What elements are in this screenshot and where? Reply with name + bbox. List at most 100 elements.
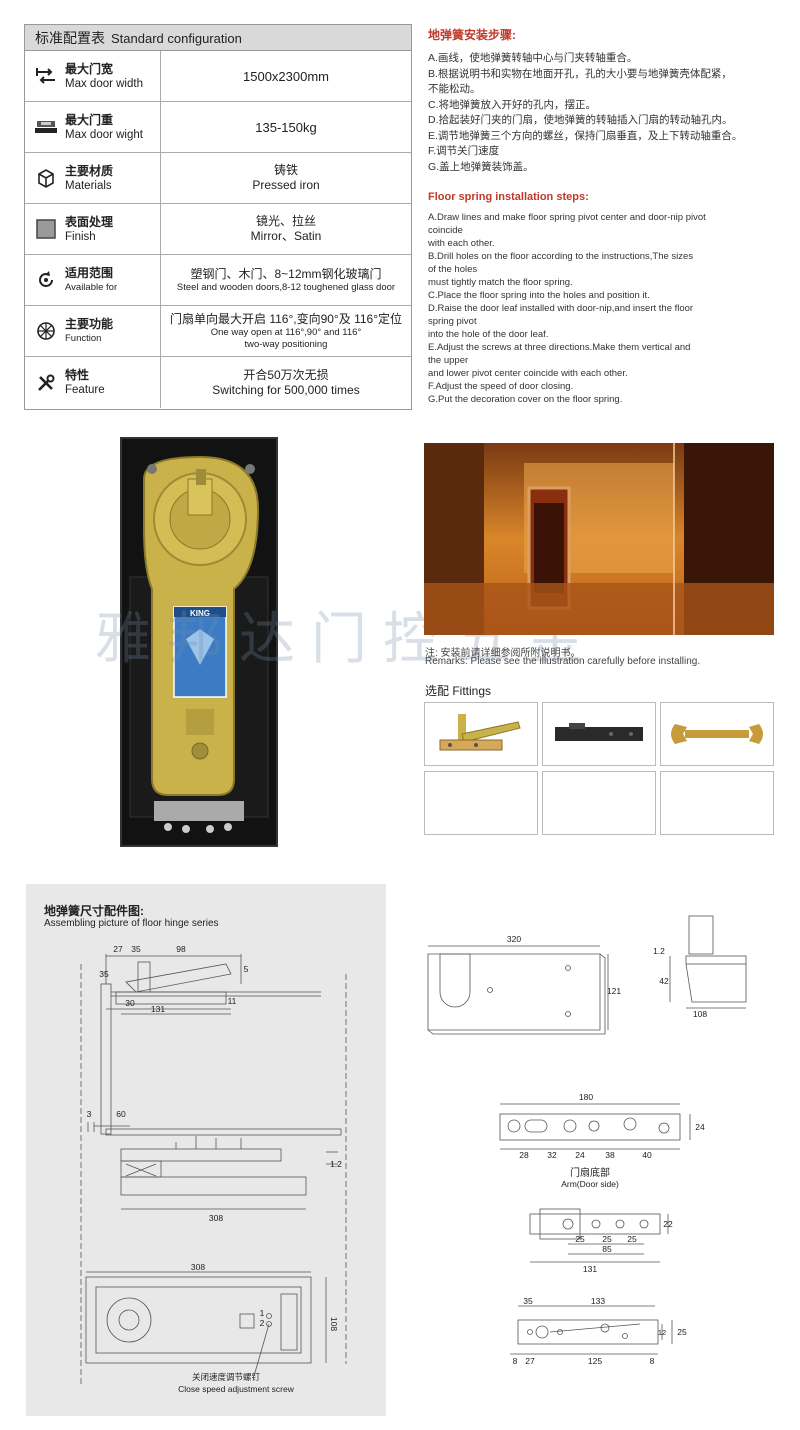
step-line: G.盖上地弹簧装饰盖。 xyxy=(428,160,534,173)
dim-label: 35 xyxy=(523,1296,533,1306)
dim-label: 60 xyxy=(116,1109,126,1119)
gray-square-icon xyxy=(35,218,57,240)
dim-label: 121 xyxy=(607,986,621,996)
dim-label: 22 xyxy=(663,1219,673,1229)
fitting-cell-empty xyxy=(542,771,656,835)
step-line: into the hole of the door leaf. xyxy=(428,329,549,340)
step-line: E.Adjust the screws at three directions.… xyxy=(428,342,691,353)
dim-label: 27 xyxy=(525,1356,535,1366)
dim-label: 1.2 xyxy=(653,946,665,956)
row-label-en: Materials xyxy=(65,179,112,192)
fitting-cell-empty xyxy=(424,771,538,835)
fitting-cell-empty xyxy=(660,771,774,835)
step-line: A.Draw lines and make floor spring pivot… xyxy=(428,212,706,223)
step-line: must tightly match the floor spring. xyxy=(428,277,573,288)
dim-label: 108 xyxy=(329,1317,339,1331)
strike-plate-icon xyxy=(555,723,643,741)
dim-label: 25 xyxy=(575,1234,585,1244)
installation-room-photo xyxy=(424,443,774,635)
step-line: and lower pivot center coincide with eac… xyxy=(428,368,628,379)
row-label-en: Function xyxy=(65,332,102,344)
row-value: 1500x2300mm xyxy=(161,51,411,101)
dim-label: 125 xyxy=(588,1356,602,1366)
value-line: 1500x2300mm xyxy=(243,68,329,84)
installation-steps: 地弹簧安装步骤: A.画线，使地弹簧转轴中心与门夹转轴重合。 B.根据说明书和实… xyxy=(428,26,778,406)
dimension-drawings: 320 121 1.2 42 108 180 24 28 32 24 38 40… xyxy=(400,884,780,1416)
dim-label: 131 xyxy=(583,1264,597,1274)
row-label-en: Max door width xyxy=(65,77,143,90)
value-line: Pressed iron xyxy=(252,178,320,192)
step-line: the upper xyxy=(428,355,469,366)
dim-label: 42 xyxy=(659,976,669,986)
row-label-cn: 最大门宽 xyxy=(65,61,114,76)
row-value: 镜光、拉丝 Mirror、Satin xyxy=(161,204,411,254)
dimension-diagram: 320 121 1.2 42 108 180 24 28 32 24 38 40… xyxy=(427,915,747,1366)
dim-label: 308 xyxy=(191,1262,205,1272)
dim-label: 3 xyxy=(87,1109,92,1119)
value-line: 135-150kg xyxy=(255,119,317,135)
step-line: 不能松动。 xyxy=(428,83,481,95)
row-label: 特性 Feature xyxy=(25,357,161,408)
dim-label: 24 xyxy=(575,1150,585,1160)
circular-arrow-icon xyxy=(35,269,57,291)
assembly-drawing-panel: 地弹簧尺寸配件图: Assembling picture of floor hi… xyxy=(26,884,386,1416)
row-label-cn: 特性 xyxy=(65,368,90,382)
value-line: 门扇单向最大开启 116°,变向90°及 116°定位 xyxy=(169,311,402,326)
step-line: D.拾起装好门夹的门扇，使地弹簧的转轴插入门扇的转动轴孔内。 xyxy=(428,114,733,126)
fittings-grid xyxy=(424,702,775,836)
table-title-en: Standard configuration xyxy=(111,31,242,46)
screw-label-en: Close speed adjustment screw xyxy=(178,1384,295,1394)
install-title-cn: 地弹簧安装步骤: xyxy=(428,28,516,42)
dim-label: 85 xyxy=(602,1244,612,1254)
step-line: F.Adjust the speed of door closing. xyxy=(428,381,574,392)
brand-label: KING xyxy=(190,609,210,618)
dim-label: 108 xyxy=(693,1009,707,1019)
row-label-cn: 主要材质 xyxy=(65,163,114,178)
screw-number: 2 xyxy=(260,1318,265,1328)
screw-number: 1 xyxy=(260,1308,265,1318)
fittings-label: 选配 Fittings xyxy=(425,684,492,698)
fitting-cell xyxy=(542,702,656,766)
dim-label: 1.2 xyxy=(330,1159,342,1169)
wrench-icon xyxy=(671,724,763,744)
dim-label: 308 xyxy=(209,1213,223,1223)
dim-label: 8 xyxy=(650,1356,655,1366)
assembly-title-cn: 地弹簧尺寸配件图: xyxy=(44,904,144,918)
row-label-en: Feature xyxy=(65,384,105,396)
dim-label: 35 xyxy=(131,944,141,954)
row-label-en: Finish xyxy=(65,230,96,243)
dim-label: 12 xyxy=(658,1328,666,1337)
step-line: B.Drill holes on the floor according to … xyxy=(428,251,694,262)
row-value: 开合50万次无损 Switching for 500,000 times xyxy=(161,357,411,408)
wheel-icon xyxy=(35,320,57,342)
dim-label: 8 xyxy=(513,1356,518,1366)
remark-en: Remarks: Please see the illustration car… xyxy=(425,656,701,667)
dim-label: 25 xyxy=(602,1234,612,1244)
value-line: Steel and wooden doors,8-12 toughened gl… xyxy=(176,281,396,293)
dim-label: 35 xyxy=(99,969,109,979)
arm-label-en: Arm(Door side) xyxy=(561,1179,619,1189)
value-line: 塑钢门、木门、8~12mm钢化玻璃门 xyxy=(190,266,382,281)
step-line: F.调节关门速度 xyxy=(428,145,500,157)
row-label-en: Max door wight xyxy=(65,128,143,141)
dim-label: 180 xyxy=(579,1092,593,1102)
row-label-en: Available for xyxy=(65,281,118,293)
step-line: G.Put the decoration cover on the floor … xyxy=(428,394,623,405)
install-title-en: Floor spring installation steps: xyxy=(428,191,589,203)
table-row: 特性 Feature 开合50万次无损 Switching for 500,000… xyxy=(25,357,411,408)
dim-label: 24 xyxy=(695,1122,705,1132)
value-line: 镜光、拉丝 xyxy=(255,214,316,228)
row-value: 塑钢门、木门、8~12mm钢化玻璃门 Steel and wooden door… xyxy=(161,255,411,305)
value-line: Switching for 500,000 times xyxy=(212,382,360,397)
value-line: 铸铁 xyxy=(273,163,298,177)
fitting-cell xyxy=(660,702,774,766)
screw-label-cn: 关闭速度调节螺钉 xyxy=(192,1372,261,1382)
dim-label: 98 xyxy=(176,944,186,954)
